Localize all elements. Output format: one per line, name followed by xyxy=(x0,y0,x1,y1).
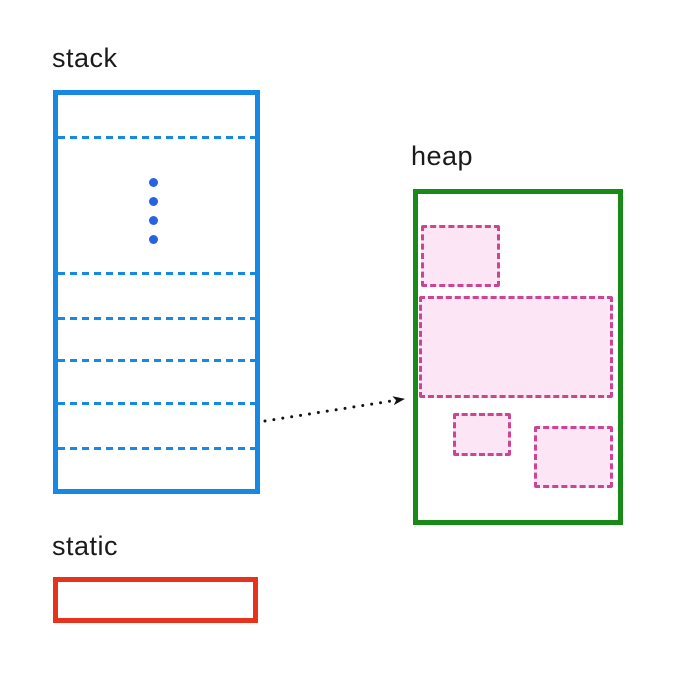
stack-region xyxy=(53,90,260,494)
stack-frame-divider xyxy=(58,447,255,450)
heap-label: heap xyxy=(411,141,474,171)
heap-allocation-block xyxy=(534,426,613,488)
ellipsis-dot xyxy=(149,197,158,206)
stack-frame-divider xyxy=(58,359,255,362)
heap-allocation-block xyxy=(419,296,613,398)
stack-frame-divider xyxy=(58,136,255,139)
heap-region xyxy=(413,189,623,525)
ellipsis-dot xyxy=(149,235,158,244)
heap-allocation-block xyxy=(421,225,500,287)
stack-frame-divider xyxy=(58,402,255,405)
static-region xyxy=(53,577,258,623)
stack-frame-divider xyxy=(58,317,255,320)
ellipsis-dots xyxy=(149,178,158,244)
heap-allocation-block xyxy=(453,413,511,456)
stack-frame-divider xyxy=(58,272,255,275)
stack-label: stack xyxy=(52,43,118,73)
static-label: static xyxy=(52,531,119,561)
dotted-arrow-line xyxy=(263,396,406,423)
ellipsis-dot xyxy=(149,178,158,187)
ellipsis-dot xyxy=(149,216,158,225)
